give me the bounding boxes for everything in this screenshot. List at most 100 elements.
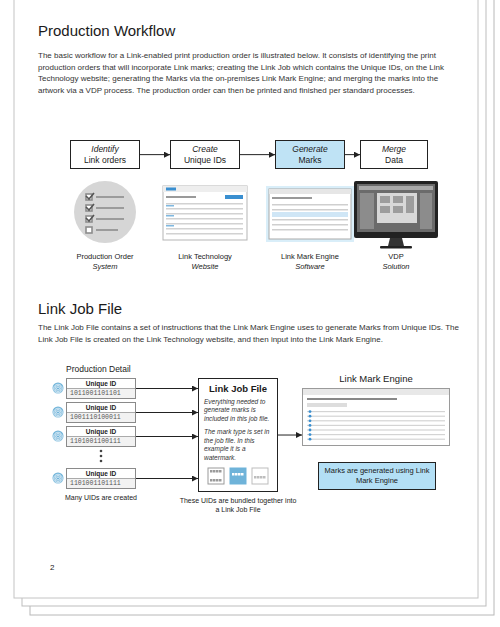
fingerprint-icon (53, 473, 64, 484)
continuation-dots (100, 450, 103, 453)
website-screenshot (166, 203, 243, 235)
flow-arrow (136, 412, 198, 413)
mark-type-icons (263, 476, 266, 479)
node-heading: Marks are generated using Link Mark Engi… (323, 466, 431, 486)
engine-screenshot: Link Mark Engine (302, 388, 450, 446)
node-heading: Merge (363, 144, 425, 155)
process-box: MergeData (360, 140, 428, 169)
node-heading: Unique ID (67, 403, 135, 413)
engine-screenshot (272, 197, 312, 199)
caption-text: Software (260, 262, 360, 271)
process-box: IdentifyLink orders (70, 140, 140, 169)
fingerprint-icon (57, 477, 60, 480)
vdp-monitor (388, 238, 404, 246)
body-paragraph: The basic workflow for a Link-enabled pr… (38, 50, 463, 96)
fingerprint-icon (57, 411, 60, 414)
mark-type-icons (232, 473, 235, 476)
flow-arrow (136, 436, 198, 437)
fingerprint-icon (55, 410, 61, 416)
process-box: CreateUnique IDs (170, 140, 240, 169)
mark-type-icons (230, 468, 246, 484)
website-screenshot (166, 203, 243, 205)
flow-arrow (240, 154, 275, 155)
node-text: Link orders (73, 155, 137, 166)
engine-screenshot (307, 429, 445, 430)
job-file-box: Link Job FileEverything needed to genera… (198, 378, 278, 492)
mark-type-icons (252, 468, 268, 484)
engine-screenshot (307, 403, 347, 407)
caption-text: Production Detail (66, 364, 186, 375)
checklist-icon (96, 218, 124, 220)
website-screenshot (166, 225, 174, 227)
flow-arrow (136, 388, 198, 389)
uid-card: Unique ID1101001101111 (66, 468, 136, 489)
fingerprint-icon (57, 387, 60, 390)
engine-screenshot (266, 186, 354, 242)
engine-screenshot (269, 189, 351, 194)
fingerprint-icon (55, 476, 61, 482)
fingerprint-icon (52, 472, 64, 484)
mark-type-icons (208, 468, 224, 484)
note-box: Marks are generated using Link Mark Engi… (318, 462, 436, 490)
engine-screenshot (309, 415, 312, 418)
page-stack (14, 0, 478, 598)
section-title: Link Job File (38, 300, 338, 319)
mark-type-icons (205, 467, 271, 487)
node-text: 1101001101111 (67, 479, 135, 488)
engine-screenshot (309, 429, 312, 432)
engine-screenshot (307, 434, 445, 435)
caption-text: 2 (50, 563, 80, 573)
engine-screenshot (303, 389, 449, 445)
engine-screenshot (266, 186, 354, 242)
node-text: 1001110100011 (67, 413, 135, 422)
mark-type-icons (210, 479, 213, 482)
node-text: Everything needed to generate marks is i… (204, 398, 272, 423)
vdp-monitor (393, 206, 403, 213)
fingerprint-icon (55, 386, 61, 392)
website-screenshot (166, 215, 174, 217)
mark-type-icons (210, 470, 213, 473)
fingerprint-icon (52, 382, 64, 394)
continuation-dots (100, 450, 103, 463)
node-text: 1011001101101 (67, 389, 135, 398)
vdp-monitor (380, 196, 414, 213)
node-text: 1101001100111 (67, 437, 135, 446)
node-heading: Identify (73, 144, 137, 155)
caption-text: Many UIDs are created (40, 494, 162, 503)
caption-text: Production Order (55, 252, 155, 261)
section-title: Production Workflow (38, 22, 175, 39)
caption-text: Link Technology (155, 252, 255, 261)
fingerprint-icon (54, 408, 63, 417)
engine-screenshot (272, 219, 348, 221)
website-screenshot (163, 186, 247, 240)
node-heading: Create (173, 144, 237, 155)
checklist-icon (96, 196, 124, 198)
mark-type-icons (252, 468, 268, 484)
website-screenshot (166, 188, 176, 191)
fingerprint-icon (53, 431, 64, 442)
caption-text: VDP (346, 252, 446, 261)
node-text: Data (363, 155, 425, 166)
vdp-monitor (406, 196, 414, 213)
fingerprint-icon (55, 434, 61, 440)
checklist-icon (96, 229, 118, 231)
engine-screenshot (309, 433, 312, 436)
fingerprint-icon (54, 474, 63, 483)
node-heading: Link Mark Engine (283, 373, 469, 384)
engine-screenshot (272, 204, 348, 231)
checklist-icon (86, 204, 94, 210)
node-text: The mark type is set in the job file. In… (204, 428, 272, 462)
engine-screenshot (309, 438, 312, 441)
mark-type-icons (260, 476, 263, 479)
engine-screenshot (307, 398, 397, 400)
fingerprint-icon (53, 383, 64, 394)
node-heading: Unique ID (67, 469, 135, 479)
vdp-monitor (354, 181, 438, 249)
fingerprint-icon (54, 432, 63, 441)
flow-arrow (136, 478, 198, 479)
checklist-icon (86, 193, 94, 199)
mark-type-icons (213, 470, 216, 473)
body-paragraph: The Link Job File contains a set of inst… (38, 322, 463, 345)
website-screenshot (166, 205, 174, 227)
engine-screenshot (307, 425, 445, 426)
